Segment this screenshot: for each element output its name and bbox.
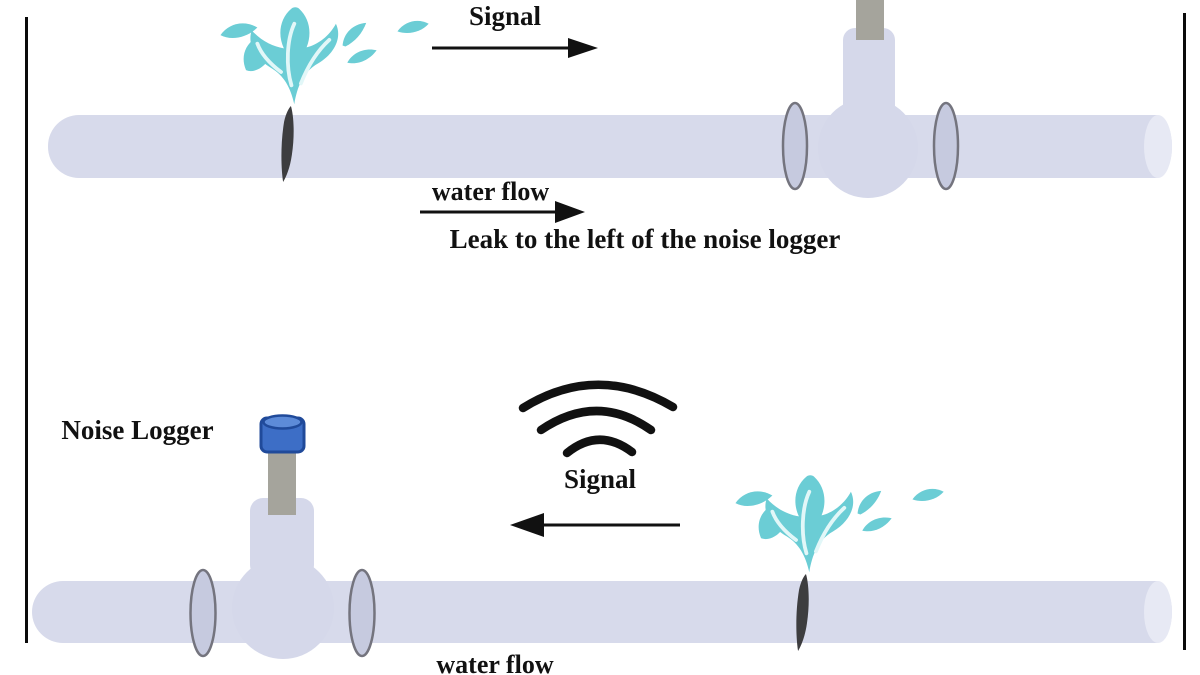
noise-logger-label: Noise Logger: [61, 415, 214, 445]
flange-icon: [348, 568, 376, 658]
fitting-neck: [843, 28, 895, 118]
flange-icon: [781, 101, 809, 191]
water-flow-arrow-top-icon: [420, 201, 585, 223]
frame-line-right: [1183, 13, 1186, 650]
noise-logger-cap-top: [262, 414, 303, 430]
water-pipe-top: [48, 115, 1172, 178]
pipe-leak-crack-bottom: [795, 574, 811, 651]
water-pipe-bottom: [32, 581, 1172, 643]
water-flow-label-top: water flow: [431, 177, 550, 206]
flange-icon: [189, 568, 217, 658]
noise-logger-fitting-bottom: [189, 414, 376, 659]
pipe-end-cap-bottom: [1144, 581, 1172, 643]
signal-waves-icon: [518, 380, 678, 458]
pipe-leak-crack-top: [280, 106, 296, 182]
sensor-stem: [268, 446, 296, 515]
fitting-bulb: [818, 98, 918, 198]
fitting-bulb: [232, 557, 334, 659]
sensor-stem: [856, 0, 884, 40]
water-flow-label-bottom: water flow: [436, 650, 554, 675]
pipe-end-cap-top: [1144, 115, 1172, 178]
noise-logger-fitting-top: [781, 0, 960, 198]
water-splash-icon-bottom: [712, 470, 952, 576]
water-splash-icon-top: [197, 2, 437, 108]
fitting-neck: [250, 498, 314, 578]
leak-position-caption: Leak to the left of the noise logger: [449, 224, 841, 254]
frame-line-left: [25, 17, 28, 643]
signal-label-bottom: Signal: [563, 464, 637, 494]
signal-arrow-left-icon: [510, 513, 680, 537]
signal-arrow-right-icon: [432, 38, 598, 58]
flange-icon: [932, 101, 960, 191]
signal-label-top: Signal: [468, 1, 542, 31]
